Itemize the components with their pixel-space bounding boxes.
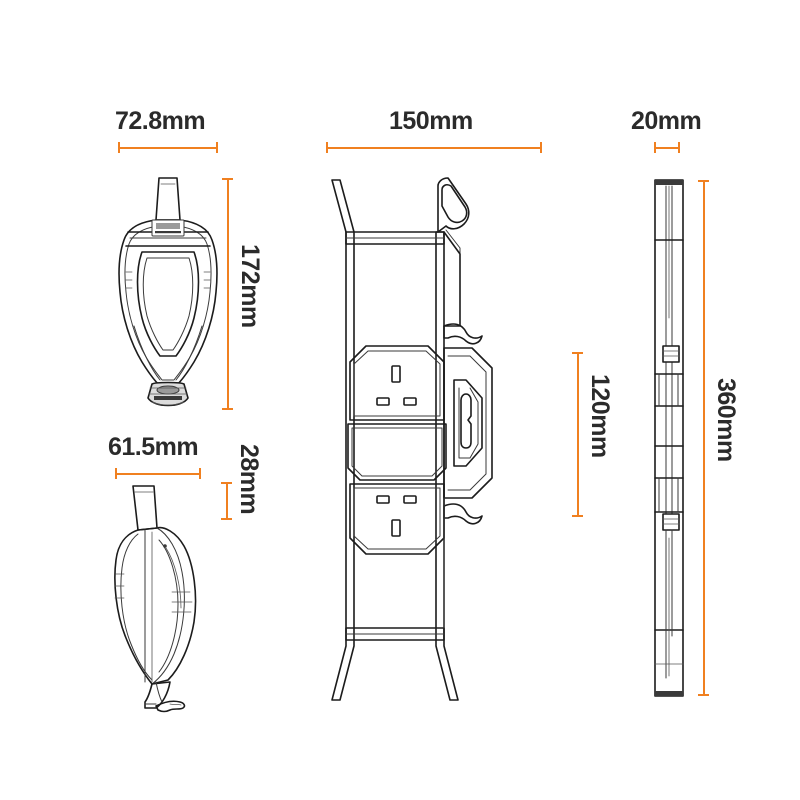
dimension-label-72-8mm: 72.8mm <box>115 107 206 135</box>
socket-cutout-neutral-upper <box>403 397 417 406</box>
dimension-tick-start <box>654 142 656 153</box>
dimension-tick-start <box>326 142 328 153</box>
socket-cutout-earth-upper <box>391 365 401 383</box>
bracket-side-view <box>651 178 691 698</box>
dimension-label-120mm: 120mm <box>586 374 614 458</box>
dimension-bar <box>703 180 705 696</box>
dimension-rule-150mm <box>326 142 542 153</box>
dimension-rule-120mm <box>572 352 583 517</box>
dimension-tick-start <box>698 180 709 182</box>
dimension-rule-172mm <box>222 178 233 410</box>
handheld-front-view <box>112 176 224 412</box>
dimension-label-150mm: 150mm <box>389 107 473 135</box>
dimension-rule-360mm <box>698 180 709 696</box>
dimension-bar <box>227 178 229 410</box>
dimension-tick-end <box>222 408 233 410</box>
dimension-label-20mm: 20mm <box>631 107 702 135</box>
dimension-tick-end <box>698 694 709 696</box>
dimension-tick-end <box>678 142 680 153</box>
dimension-bar <box>118 147 218 149</box>
accessory-holder-icon <box>443 347 493 499</box>
dimension-tick-start <box>222 178 233 180</box>
dimension-tick-end <box>540 142 542 153</box>
socket-cutout-neutral-lower <box>403 495 417 504</box>
dimension-label-360mm: 360mm <box>712 378 740 462</box>
dimension-label-61-5mm: 61.5mm <box>108 433 199 461</box>
side-clip-upper-icon <box>662 345 680 363</box>
dimension-tick-end <box>572 515 583 517</box>
dimension-label-28mm: 28mm <box>235 444 263 515</box>
dimension-bar <box>654 147 680 149</box>
dimension-tick-end <box>199 468 201 479</box>
side-clip-lower-icon <box>662 513 680 531</box>
hook-clip-upper-icon <box>443 323 483 345</box>
dimension-bar <box>577 352 579 517</box>
dimension-tick-start <box>118 142 120 153</box>
dimension-tick-start <box>572 352 583 354</box>
dimension-label-172mm: 172mm <box>236 244 264 328</box>
dimension-tick-start <box>221 482 232 484</box>
dimension-tick-start <box>115 468 117 479</box>
dimension-rule-72-8mm <box>118 142 218 153</box>
dimension-rule-28mm <box>221 482 232 520</box>
hook-clip-lower-icon <box>443 503 483 525</box>
brand-logo-plate-icon <box>151 219 185 237</box>
dimension-bar <box>226 482 228 520</box>
dimension-bar <box>326 147 542 149</box>
socket-cutout-live-lower <box>376 495 390 504</box>
carry-handle-icon <box>437 177 470 327</box>
socket-cutout-live-upper <box>376 397 390 406</box>
dimension-rule-20mm <box>654 142 680 153</box>
handheld-side-view <box>112 482 222 714</box>
dimension-tick-end <box>216 142 218 153</box>
bracket-front-view <box>320 176 555 706</box>
dimension-rule-61-5mm <box>115 468 201 479</box>
socket-cutout-earth-lower <box>391 519 401 537</box>
dimension-tick-end <box>221 518 232 520</box>
dimension-bar <box>115 473 201 475</box>
